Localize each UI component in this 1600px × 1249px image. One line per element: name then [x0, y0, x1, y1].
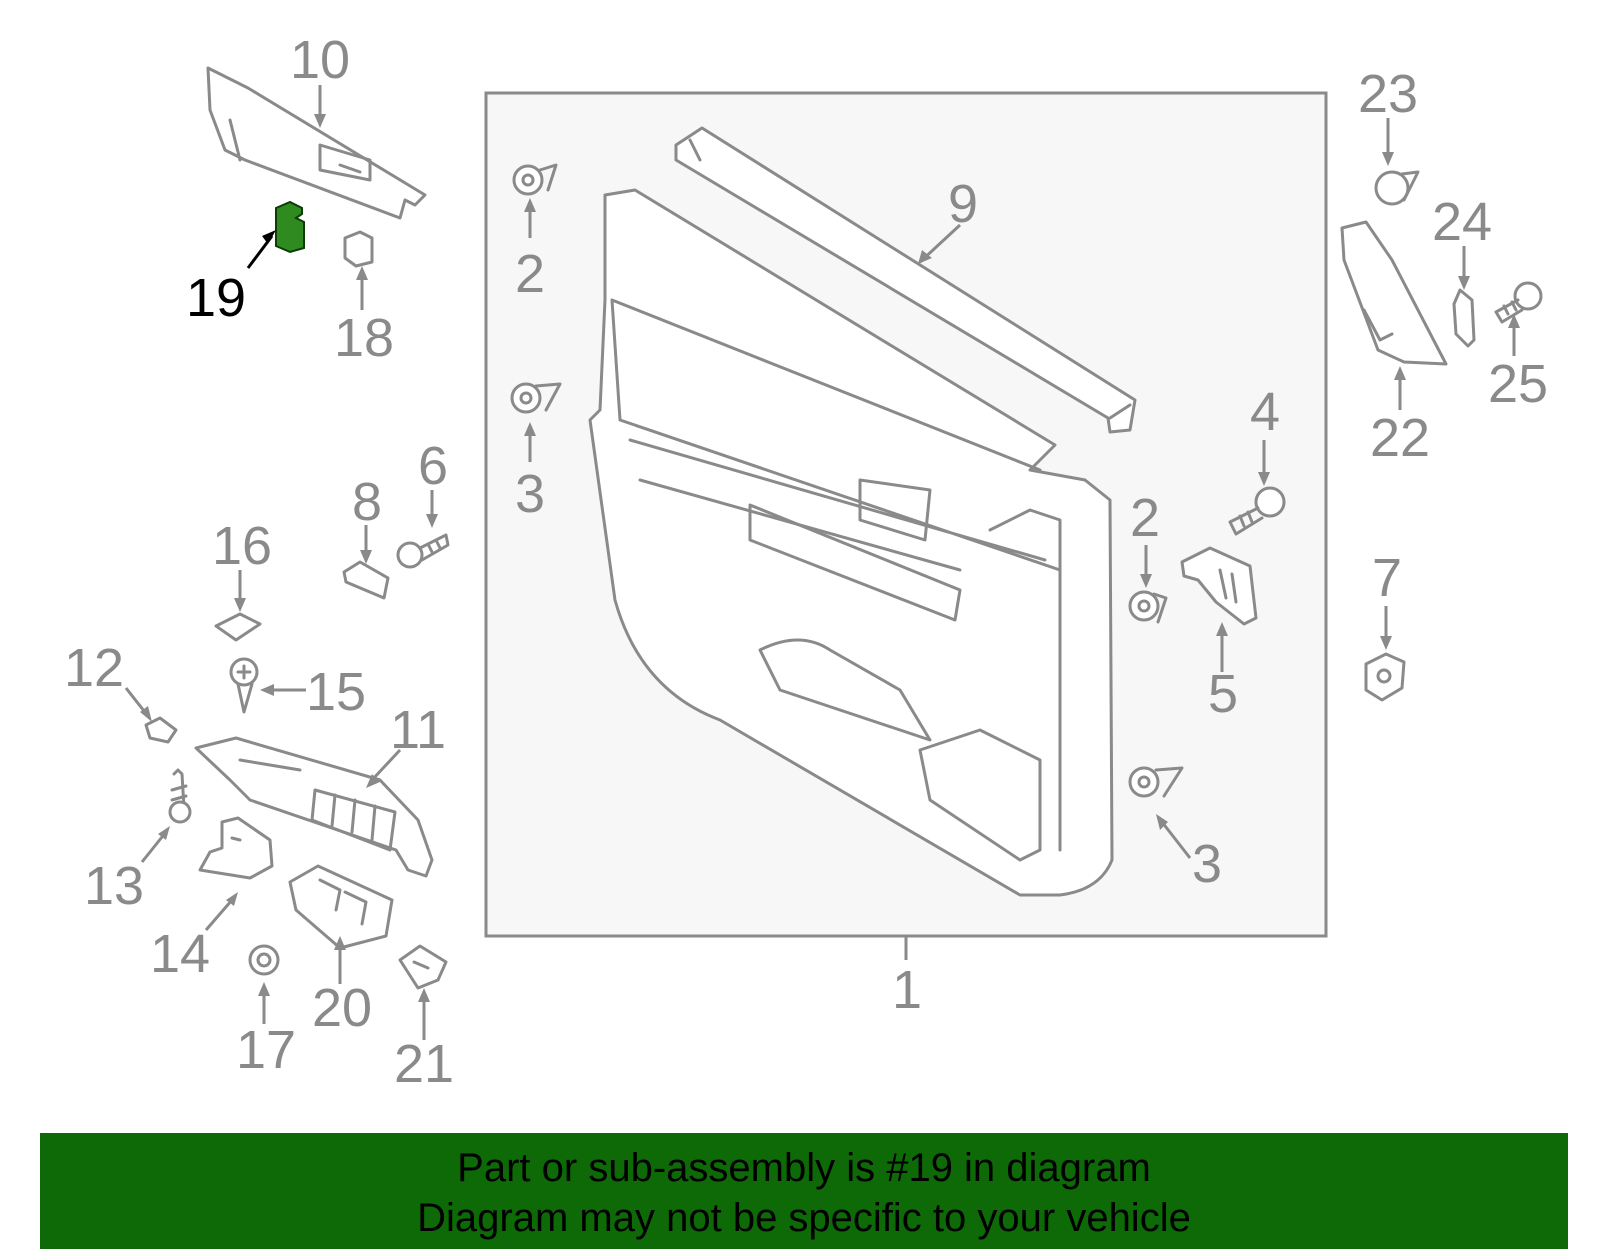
part-5-bracket[interactable] — [1180, 546, 1258, 672]
arrowhead-7 — [1380, 636, 1392, 650]
part-9-belt-molding[interactable] — [674, 126, 1137, 434]
callout-1: 1 — [892, 960, 922, 1020]
part-15-screw[interactable] — [229, 657, 306, 714]
arrowhead-4 — [1258, 472, 1270, 486]
part-1-door-panel-assembly[interactable] — [484, 91, 1328, 960]
part-4-bolt[interactable] — [1228, 440, 1286, 536]
callout-12: 12 — [64, 638, 124, 698]
arrowhead-19 — [262, 230, 276, 244]
callout-5: 5 — [1208, 664, 1238, 724]
callout-25: 25 — [1488, 354, 1548, 414]
callout-6: 6 — [418, 436, 448, 496]
part-13-screw[interactable] — [140, 768, 192, 863]
arrowhead-3-left — [524, 422, 536, 436]
arrowhead-22 — [1394, 366, 1406, 380]
part-3-clip-left[interactable] — [510, 382, 562, 462]
arrowhead-9 — [918, 250, 932, 264]
banner-line-part-info: Part or sub-assembly is #19 in diagram — [457, 1146, 1151, 1190]
callout-2-upper: 2 — [515, 244, 545, 304]
callout-14: 14 — [150, 924, 210, 984]
part-24-clip[interactable] — [1452, 246, 1476, 348]
part-2-push-clip-right[interactable] — [1128, 545, 1168, 624]
arrowhead-2-upper — [524, 198, 536, 212]
arrowhead-15 — [260, 684, 274, 696]
callout-9: 9 — [948, 174, 978, 234]
arrowhead-24 — [1458, 276, 1470, 290]
callout-10: 10 — [290, 30, 350, 90]
arrowhead-12 — [140, 706, 152, 722]
callout-15: 15 — [306, 662, 366, 722]
arrowhead-21 — [418, 988, 430, 1002]
callout-18: 18 — [334, 308, 394, 368]
callout-16: 16 — [212, 516, 272, 576]
arrowhead-2-right — [1140, 574, 1152, 588]
part-11-switch-bezel[interactable] — [194, 736, 434, 878]
arrowhead-3-right — [1156, 814, 1168, 830]
callout-8: 8 — [352, 472, 382, 532]
arrowhead-25 — [1508, 314, 1520, 328]
part-17-grommet[interactable] — [248, 944, 280, 1024]
exploded-parts-diagram: 1 2 3 9 10 19 18 6 8 16 12 15 11 13 14 2… — [64, 30, 1548, 1094]
part-12-clip[interactable] — [124, 687, 178, 744]
arrowhead-6 — [426, 514, 438, 528]
arrowhead-11 — [366, 774, 380, 788]
arrowhead-13 — [158, 826, 170, 840]
callout-19-highlighted: 19 — [186, 268, 246, 328]
callout-22: 22 — [1370, 408, 1430, 468]
part-23-push-clip[interactable] — [1374, 118, 1420, 206]
arrowhead-5 — [1216, 622, 1228, 636]
part-22-sail-trim[interactable] — [1340, 220, 1448, 410]
part-18-clip[interactable] — [343, 230, 374, 310]
part-6-screw[interactable] — [396, 490, 450, 569]
part-3-clip-right[interactable] — [1128, 766, 1192, 859]
part-10-switch-bezel[interactable] — [206, 66, 427, 220]
part-14-bracket[interactable] — [198, 816, 274, 931]
arrowhead-20 — [334, 936, 346, 950]
arrowhead-14 — [226, 892, 238, 906]
part-16-pad[interactable] — [214, 570, 262, 642]
callout-20: 20 — [312, 978, 372, 1038]
leader-line-14 — [204, 899, 234, 931]
part-20-power-window-switch[interactable] — [288, 864, 394, 984]
part-7-nut[interactable] — [1364, 606, 1406, 702]
part-8-pad[interactable] — [342, 525, 390, 600]
leader-line-11 — [370, 748, 402, 782]
callout-24: 24 — [1432, 192, 1492, 252]
callout-7: 7 — [1372, 548, 1402, 608]
arrowhead-18 — [356, 266, 368, 280]
arrowhead-8 — [360, 550, 372, 564]
arrowhead-10 — [314, 114, 326, 128]
callout-13: 13 — [84, 856, 144, 916]
arrowhead-17 — [258, 982, 270, 996]
callout-11: 11 — [390, 700, 446, 760]
callout-4: 4 — [1250, 382, 1280, 442]
callout-2-right: 2 — [1130, 488, 1160, 548]
info-banner: Part or sub-assembly is #19 in diagram D… — [40, 1133, 1568, 1249]
arrowhead-23 — [1382, 152, 1394, 166]
part-21-clip[interactable] — [398, 944, 448, 1040]
callout-21: 21 — [394, 1034, 454, 1094]
leader-line-3-right — [1160, 821, 1192, 859]
part-2-push-clip-upper[interactable] — [512, 163, 558, 238]
banner-line-disclaimer: Diagram may not be specific to your vehi… — [417, 1196, 1191, 1240]
arrowhead-16 — [234, 598, 246, 612]
callout-3-right: 3 — [1192, 834, 1222, 894]
callout-23: 23 — [1358, 64, 1418, 124]
callout-3-left: 3 — [515, 464, 545, 524]
callout-17: 17 — [236, 1020, 296, 1080]
part-19-clip-highlighted[interactable] — [246, 200, 305, 269]
part-25-bolt[interactable] — [1494, 281, 1543, 356]
